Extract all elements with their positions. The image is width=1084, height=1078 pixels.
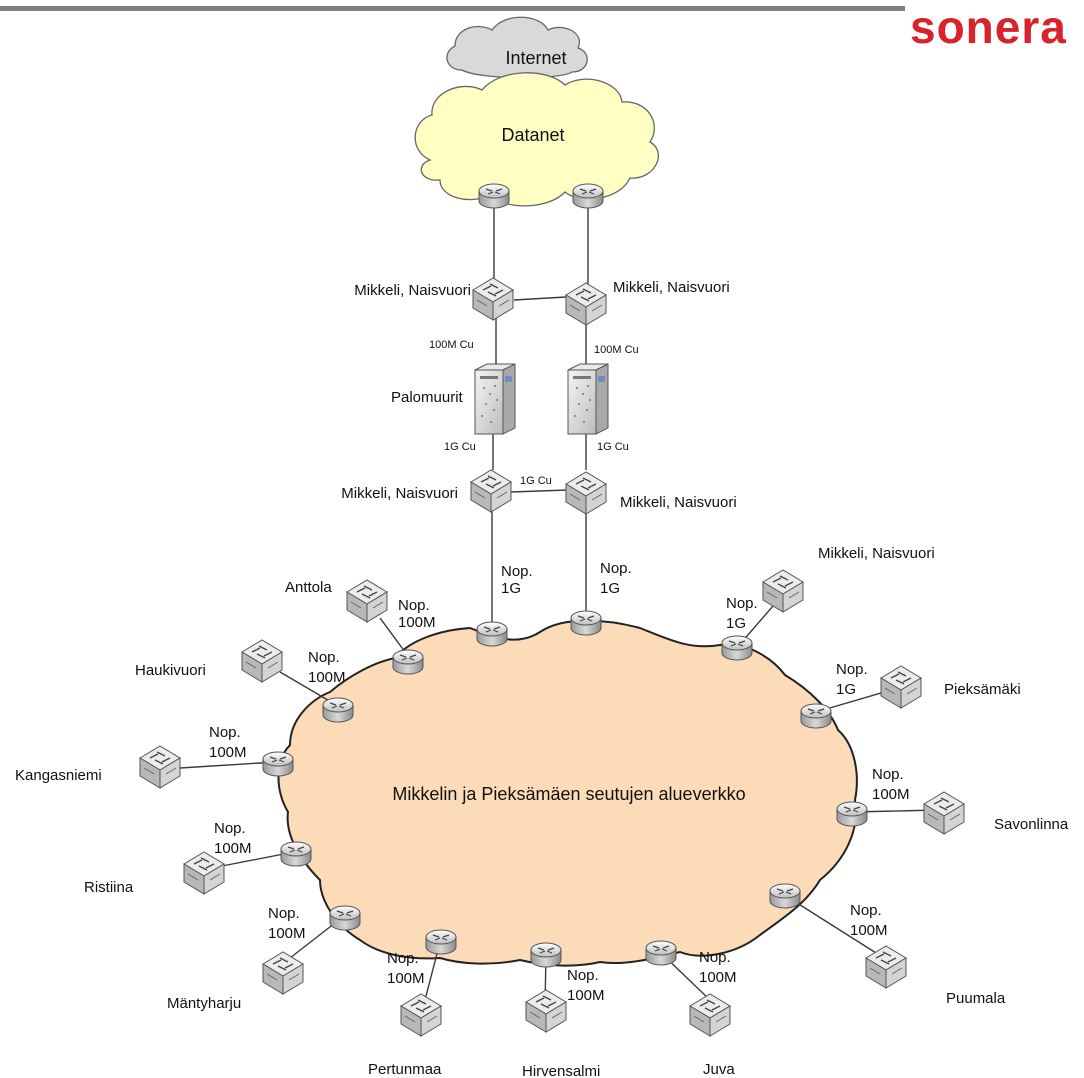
link-line2-ristiina: 100M — [214, 840, 252, 857]
edge-router-pieksamaki — [800, 703, 832, 729]
region-cloud — [277, 619, 858, 967]
switch-bottom-left — [470, 469, 512, 513]
right-fw-link-label: 1G Cu — [597, 441, 629, 453]
site-name-juva: Juva — [703, 1061, 735, 1078]
switch-top-left-label: Mikkeli, Naisvuori — [354, 282, 471, 299]
switch-mikkeli-nv — [762, 569, 804, 613]
edge-router-haukivuori — [322, 697, 354, 723]
header-rule — [0, 6, 905, 11]
switch-top-right-label: Mikkeli, Naisvuori — [613, 279, 730, 296]
switch-haukivuori — [241, 639, 283, 683]
link-line2-juva: 100M — [699, 969, 737, 986]
switch-bottom-right — [565, 471, 607, 515]
edge-router-anttola — [392, 649, 424, 675]
edge-router-pertunmaa — [425, 929, 457, 955]
link-line1-juva: Nop. — [699, 949, 731, 966]
link-line2-puumala: 100M — [850, 922, 888, 939]
link-line2-kangasniemi: 100M — [209, 744, 247, 761]
site-name-haukivuori: Haukivuori — [135, 662, 206, 679]
edge-router-savonlinna — [836, 801, 868, 827]
internet-label: Internet — [505, 48, 566, 68]
site-name-pieksamaki: Pieksämäki — [944, 681, 1021, 698]
switch-ristiina — [183, 851, 225, 895]
link-line2-mantyharju: 100M — [268, 925, 306, 942]
datanet-label: Datanet — [501, 125, 564, 145]
link-line2-haukivuori: 100M — [308, 669, 346, 686]
datanet-router-right — [572, 183, 604, 209]
firewall-left — [474, 363, 516, 435]
site-name-kangasniemi: Kangasniemi — [15, 767, 102, 784]
right-uplink-line1: Nop. — [600, 560, 632, 577]
edge-router-puumala — [769, 883, 801, 909]
switch-pertunmaa — [400, 993, 442, 1037]
switch-bottom-left-label: Mikkeli, Naisvuori — [341, 485, 458, 502]
link-line1-puumala: Nop. — [850, 902, 882, 919]
switch-bottom-right-label: Mikkeli, Naisvuori — [620, 494, 737, 511]
link-line2-pertunmaa: 100M — [387, 970, 425, 987]
firewall-right — [567, 363, 609, 435]
site-name-savonlinna: Savonlinna — [994, 816, 1069, 833]
link-line1-pertunmaa: Nop. — [387, 950, 419, 967]
link-line1-anttola: Nop. — [398, 597, 430, 614]
left-uplink-line2: 1G — [501, 580, 521, 597]
left-top-link-label: 100M Cu — [429, 339, 474, 351]
link-line1-haukivuori: Nop. — [308, 649, 340, 666]
region-label: Mikkelin ja Pieksämäen seutujen alueverk… — [392, 784, 745, 804]
datanet-router-left — [478, 183, 510, 209]
switch-mantyharju — [262, 951, 304, 995]
left-uplink-line1: Nop. — [501, 563, 533, 580]
link-line1-pieksamaki: Nop. — [836, 661, 868, 678]
switch-pieksamaki — [880, 665, 922, 709]
link-line1-mikkeli-nv: Nop. — [726, 595, 758, 612]
switch-anttola — [346, 579, 388, 623]
firewall-label: Palomuurit — [391, 389, 464, 406]
switch-top-right — [565, 282, 607, 326]
site-name-pertunmaa: Pertunmaa — [368, 1061, 442, 1078]
site-name-hirvensalmi: Hirvensalmi — [522, 1063, 600, 1078]
edge-router-left — [476, 621, 508, 647]
switch-puumala — [865, 945, 907, 989]
site-name-mikkeli-nv: Mikkeli, Naisvuori — [818, 545, 935, 562]
switch-kangasniemi — [139, 745, 181, 789]
site-name-mantyharju: Mäntyharju — [167, 995, 241, 1012]
switch-hirvensalmi — [525, 989, 567, 1033]
switch-top-left — [472, 277, 514, 321]
site-name-ristiina: Ristiina — [84, 879, 134, 896]
link-line1-mantyharju: Nop. — [268, 905, 300, 922]
edge-router-mantyharju — [329, 905, 361, 931]
link-line2-hirvensalmi: 100M — [567, 987, 605, 1004]
edge-router-right — [570, 610, 602, 636]
link-line1-hirvensalmi: Nop. — [567, 967, 599, 984]
link-line2-pieksamaki: 1G — [836, 681, 856, 698]
cross-link-label: 1G Cu — [520, 475, 552, 487]
link-line2-anttola: 100M — [398, 614, 436, 631]
link-line1-savonlinna: Nop. — [872, 766, 904, 783]
brand-logo: sonera — [910, 1, 1067, 53]
edge-router-ristiina — [280, 841, 312, 867]
internet-cloud — [446, 16, 588, 79]
right-uplink-line2: 1G — [600, 580, 620, 597]
link-line2-mikkeli-nv: 1G — [726, 615, 746, 632]
edge-router-mikkeli-nv — [721, 635, 753, 661]
switch-savonlinna — [923, 791, 965, 835]
left-fw-link-label: 1G Cu — [444, 441, 476, 453]
edge-router-hirvensalmi — [530, 942, 562, 968]
edge-router-kangasniemi — [262, 751, 294, 777]
site-name-anttola: Anttola — [285, 579, 332, 596]
link-line1-ristiina: Nop. — [214, 820, 246, 837]
switch-juva — [689, 993, 731, 1037]
edge-router-juva — [645, 940, 677, 966]
link-line1-kangasniemi: Nop. — [209, 724, 241, 741]
right-top-link-label: 100M Cu — [594, 344, 639, 356]
link-line2-savonlinna: 100M — [872, 786, 910, 803]
site-name-puumala: Puumala — [946, 990, 1006, 1007]
